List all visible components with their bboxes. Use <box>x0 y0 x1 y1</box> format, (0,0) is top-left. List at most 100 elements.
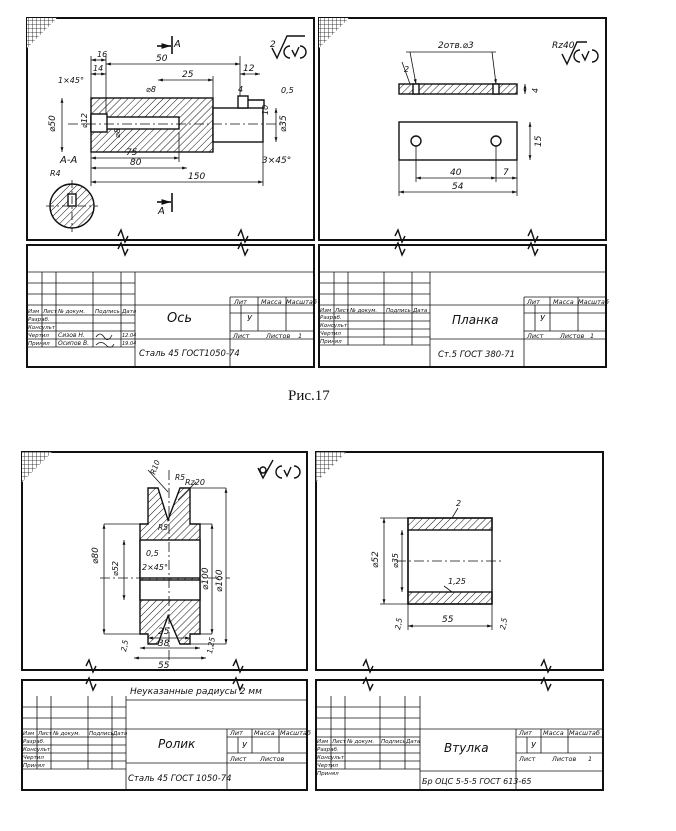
row-chertil: Чертил <box>28 333 49 339</box>
dim-d160: ⌀160 <box>215 569 225 592</box>
row-prinyal-2: Принял <box>320 339 342 345</box>
plate-dim-text: Rz40 2отв.⌀3 2 4 15 40 7 54 <box>404 41 575 192</box>
bushing-dim-lines <box>380 507 493 630</box>
hdr-sign-4: Подпись <box>381 739 406 745</box>
row-prinyal-4: Принял <box>317 771 339 777</box>
dim-50: 50 <box>156 54 168 64</box>
dim-0-5: 0,5 <box>281 86 294 95</box>
title-block-vtulka <box>316 696 603 790</box>
cut-lines <box>157 36 173 212</box>
dim-d12: ⌀12 <box>80 113 89 128</box>
sheet-planka <box>318 17 607 368</box>
title-block-rolik <box>22 696 307 790</box>
dim-2: 2 <box>404 65 409 74</box>
lit-value-3: У <box>242 741 248 750</box>
dim-r10: R10 <box>148 459 162 476</box>
mass-header-3: Масса <box>254 729 275 737</box>
row-prinyal-date: 19.04 <box>122 341 136 347</box>
hdr-list-3: Лист <box>37 731 53 737</box>
material: Сталь 45 ГОСТ1050-74 <box>139 349 240 359</box>
sheet-vtulka <box>315 451 604 791</box>
plate-drawing <box>398 83 518 161</box>
signatures-os <box>95 333 115 348</box>
lit-header-4: Лит <box>518 729 532 737</box>
scale-header-2: Масштаб <box>578 298 609 306</box>
row-razrab-3: Разраб. <box>23 739 45 745</box>
sheets-value: 1 <box>298 332 302 340</box>
roller-drawing <box>100 470 230 660</box>
shaft-dim-lines <box>60 56 278 186</box>
material-3: Сталь 45 ГОСТ 1050-74 <box>128 774 232 784</box>
dim-7: 7 <box>503 168 509 178</box>
hdr-date-3: Дата <box>112 731 128 737</box>
break-marks-planka <box>394 228 539 257</box>
shaft-dim-text: А А 2 16 14 1×45° 50 25 12 4 0,5 ⌀8 ⌀8 ⌀… <box>48 39 294 217</box>
scale-header-4: Масштаб <box>569 729 600 737</box>
row-chertil-name: Сизов Н. <box>58 332 85 339</box>
dim-d35-bushing: ⌀35 <box>391 553 400 568</box>
cut-a-bottom: А <box>157 206 165 217</box>
title-block-os <box>27 271 314 367</box>
scale-header: Масштаб <box>286 298 317 306</box>
corner-grid <box>27 18 57 48</box>
shaft-drawing <box>68 95 282 153</box>
corner-grid-2 <box>319 18 349 48</box>
break-marks-rolik <box>85 658 244 692</box>
roller-dim-lines <box>102 469 228 660</box>
dim-2-bushing: 2 <box>456 499 461 508</box>
hdr-sign-3: Подпись <box>89 731 114 737</box>
part-name-3: Ролик <box>158 737 196 751</box>
mass-header-2: Масса <box>553 298 574 306</box>
sheets-value-2: 1 <box>590 332 594 340</box>
dim-chamfer-3: 3×45° <box>262 156 291 166</box>
hdr-list-2: Лист <box>334 308 350 314</box>
plate-dim-lines <box>398 51 532 196</box>
dim-150: 150 <box>188 172 205 182</box>
title-text-vtulka: Втулка Бр ОЦС 5-5-5 ГОСТ 613-65 Лит Масс… <box>317 729 600 786</box>
dim-1-25-bushing: 1,25 <box>448 577 466 586</box>
dim-80: 80 <box>130 158 142 168</box>
hdr-doc: № докум. <box>57 309 85 315</box>
lit-value: У <box>247 314 253 323</box>
roughness-value-2: Rz40 <box>552 41 575 51</box>
dim-12: 12 <box>243 64 255 74</box>
row-konsult-4: Консульт <box>317 755 345 761</box>
title-block-planka <box>319 271 606 367</box>
break-marks-os <box>117 228 249 257</box>
dim-2-5-roller: 2,5 <box>119 639 130 653</box>
mass-header-4: Масса <box>543 729 564 737</box>
lit-value-4: У <box>531 741 537 750</box>
lit-value-2: У <box>540 314 546 323</box>
material-2: Ст.5 ГОСТ 380-71 <box>438 350 515 360</box>
dim-14: 14 <box>93 64 103 73</box>
dim-0-5-roller: 0,5 <box>146 549 159 558</box>
dim-2-5-left: 2,5 <box>393 617 404 631</box>
title-frame-3 <box>21 679 308 791</box>
dim-r5-top: R5 <box>175 473 185 482</box>
sheet-os <box>26 17 315 368</box>
drawing-frame-3 <box>21 451 308 671</box>
title-text-os: Ось Сталь 45 ГОСТ1050-74 Лит Масса Масшт… <box>28 298 317 359</box>
drawing-frame <box>26 17 315 241</box>
roughness-value-3: Rz20 <box>185 478 205 487</box>
drawing-frame-2 <box>318 17 607 241</box>
dim-10: 10 <box>261 105 270 115</box>
break-marks-vtulka <box>362 658 552 692</box>
mass-header: Масса <box>261 298 282 306</box>
part-name-2: Планка <box>452 313 499 327</box>
title-frame-2 <box>318 244 607 368</box>
dim-d8-top: ⌀8 <box>146 85 156 94</box>
title-text-planka: Планка Ст.5 ГОСТ 380-71 Лит Масса Масшта… <box>320 298 609 360</box>
lit-header: Лит <box>233 298 247 306</box>
dim-38: 38 <box>158 639 170 649</box>
dim-d8-inner: ⌀8 <box>113 128 122 138</box>
roughness-mark-planka <box>561 41 599 66</box>
corner-grid-3 <box>22 452 52 482</box>
title-text-rolik: Неуказанные радиусы 2 мм Ролик Сталь 45 … <box>23 687 311 784</box>
dim-16: 16 <box>97 50 107 59</box>
dim-d100: ⌀100 <box>201 567 211 590</box>
dim-r4: R4 <box>50 169 61 178</box>
dim-d50: ⌀50 <box>48 115 58 132</box>
row-konsult-2: Консульт <box>320 323 348 329</box>
